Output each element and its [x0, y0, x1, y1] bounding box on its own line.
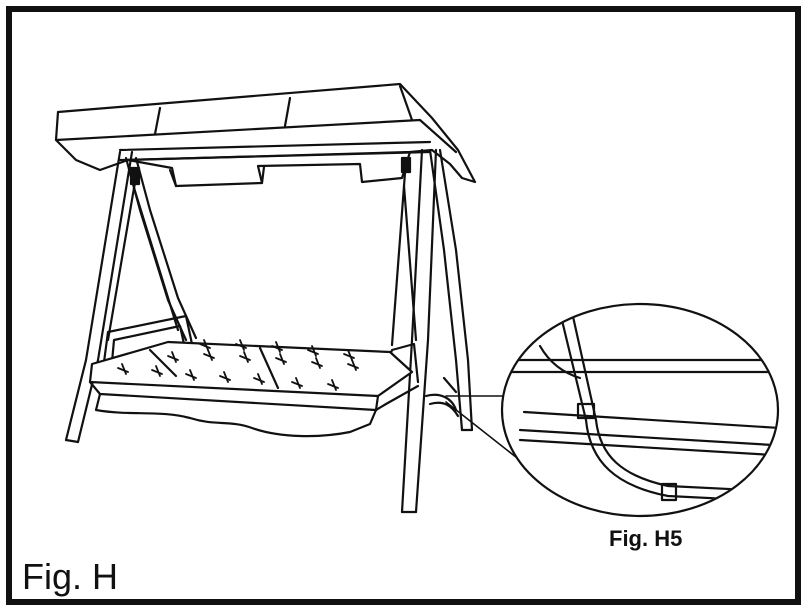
right-frame	[402, 150, 472, 512]
seat-cushion	[90, 342, 412, 410]
detail-figure-label: Fig. H5	[609, 526, 683, 551]
cushion-tufts	[118, 340, 358, 390]
tube-clip-callout	[426, 378, 458, 416]
figure-label: Fig. H	[22, 556, 119, 597]
top-crossbar	[120, 142, 430, 160]
hanger-straps	[108, 158, 416, 345]
canopy	[56, 84, 475, 186]
detail-circle	[502, 304, 790, 516]
seat-skirt	[96, 386, 418, 436]
